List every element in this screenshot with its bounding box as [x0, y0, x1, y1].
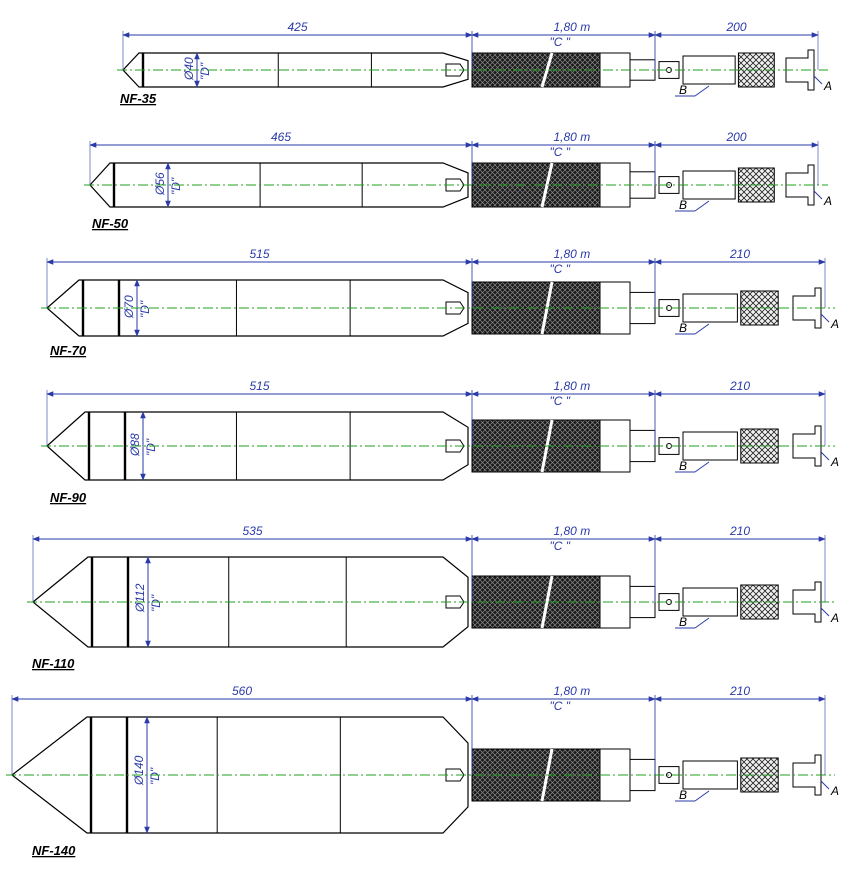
diameter-value: Ø40 — [182, 57, 196, 81]
diameter-value: Ø56 — [153, 172, 167, 196]
model-name: NF-90 — [50, 490, 87, 505]
diameter-symbol: "D" — [148, 767, 162, 785]
coupling-length-dimension-value: 210 — [729, 684, 750, 698]
hose-length-dimension-value: 1,80 m — [554, 247, 591, 261]
length-dimension-value: 465 — [271, 130, 291, 144]
label-a: A — [823, 79, 832, 93]
leader-a — [813, 190, 823, 200]
leader-b — [694, 323, 710, 335]
label-a: A — [830, 611, 839, 625]
leader-a — [820, 607, 830, 617]
diameter-symbol: "D" — [138, 300, 152, 318]
coupling-length-dimension-value: 210 — [729, 379, 750, 393]
label-b: B — [679, 198, 687, 212]
vibrator-row: Ø140"D" A B 560 1,80 m 210 "C " NF-140 — [6, 684, 839, 858]
diameter-value: Ø140 — [132, 755, 146, 786]
length-dimension-value: 425 — [288, 20, 308, 34]
label-b: B — [679, 459, 687, 473]
claw-coupling — [785, 49, 815, 91]
coupling-length-dimension-value: 200 — [726, 130, 747, 144]
hose-length-dimension-value: 1,80 m — [554, 524, 591, 538]
vibrator-row: Ø40"D" A B 425 1,80 m 200 "C " NF-35 — [117, 20, 832, 106]
hose-label: "C " — [550, 145, 571, 159]
hose-length-dimension-value: 1,80 m — [554, 20, 591, 34]
label-b: B — [679, 615, 687, 629]
probe-notch — [445, 595, 465, 609]
coupling-nut — [682, 55, 736, 85]
vibrator-row: Ø88"D" A B 515 1,80 m 210 "C " NF-90 — [41, 379, 839, 505]
hose-label: "C " — [550, 539, 571, 553]
leader-b — [694, 461, 710, 473]
diameter-symbol: "D" — [169, 177, 183, 195]
label-a: A — [830, 784, 839, 798]
hose-label: "C " — [550, 35, 571, 49]
label-a: A — [830, 455, 839, 469]
hose-label: "C " — [550, 262, 571, 276]
label-b: B — [679, 788, 687, 802]
model-name: NF-50 — [92, 216, 129, 231]
claw-coupling — [792, 287, 822, 329]
leader-a — [820, 780, 830, 790]
model-name: NF-110 — [32, 656, 75, 671]
hose-label: "C " — [550, 394, 571, 408]
diameter-value: Ø88 — [128, 433, 142, 457]
diameter-symbol: "D" — [149, 594, 163, 612]
vibrator-row: Ø112"D" A B 535 1,80 m 210 "C " NF-110 — [27, 524, 839, 671]
hose-length-dimension-value: 1,80 m — [554, 379, 591, 393]
length-dimension-value: 560 — [232, 684, 252, 698]
hose-length-dimension-value: 1,80 m — [554, 130, 591, 144]
hose-length-dimension-value: 1,80 m — [554, 684, 591, 698]
claw-coupling — [792, 425, 822, 467]
diameter-symbol: "D" — [144, 438, 158, 456]
length-dimension-value: 515 — [250, 247, 270, 261]
hose-break — [540, 575, 554, 629]
probe-notch — [445, 178, 465, 192]
leader-b — [694, 790, 710, 802]
vibrator-row: Ø70"D" A B 515 1,80 m 210 "C " NF-70 — [41, 247, 839, 358]
coupling-length-dimension-value: 200 — [726, 20, 747, 34]
diameter-symbol: "D" — [198, 62, 212, 80]
leader-a — [820, 451, 830, 461]
leader-b — [694, 200, 710, 212]
probe-notch — [445, 768, 465, 782]
label-b: B — [679, 83, 687, 97]
length-dimension-value: 515 — [250, 379, 270, 393]
diameter-value: Ø70 — [122, 295, 136, 319]
probe-notch — [445, 63, 465, 77]
leader-b — [694, 85, 710, 97]
hose-break — [540, 52, 554, 88]
model-name: NF-140 — [32, 843, 76, 858]
vibrator-row: Ø56"D" A B 465 1,80 m 200 "C " NF-50 — [84, 130, 832, 231]
hose-label: "C " — [550, 699, 571, 713]
coupling-length-dimension-value: 210 — [729, 524, 750, 538]
probe-notch — [445, 439, 465, 453]
model-name: NF-70 — [50, 343, 87, 358]
length-dimension-value: 535 — [243, 524, 263, 538]
leader-a — [813, 75, 823, 85]
diameter-value: Ø112 — [133, 583, 147, 613]
label-a: A — [830, 317, 839, 331]
leader-b — [694, 617, 710, 629]
probe-notch — [445, 301, 465, 315]
label-a: A — [823, 194, 832, 208]
model-name: NF-35 — [120, 91, 157, 106]
label-b: B — [679, 321, 687, 335]
coupling-length-dimension-value: 210 — [729, 247, 750, 261]
leader-a — [820, 313, 830, 323]
